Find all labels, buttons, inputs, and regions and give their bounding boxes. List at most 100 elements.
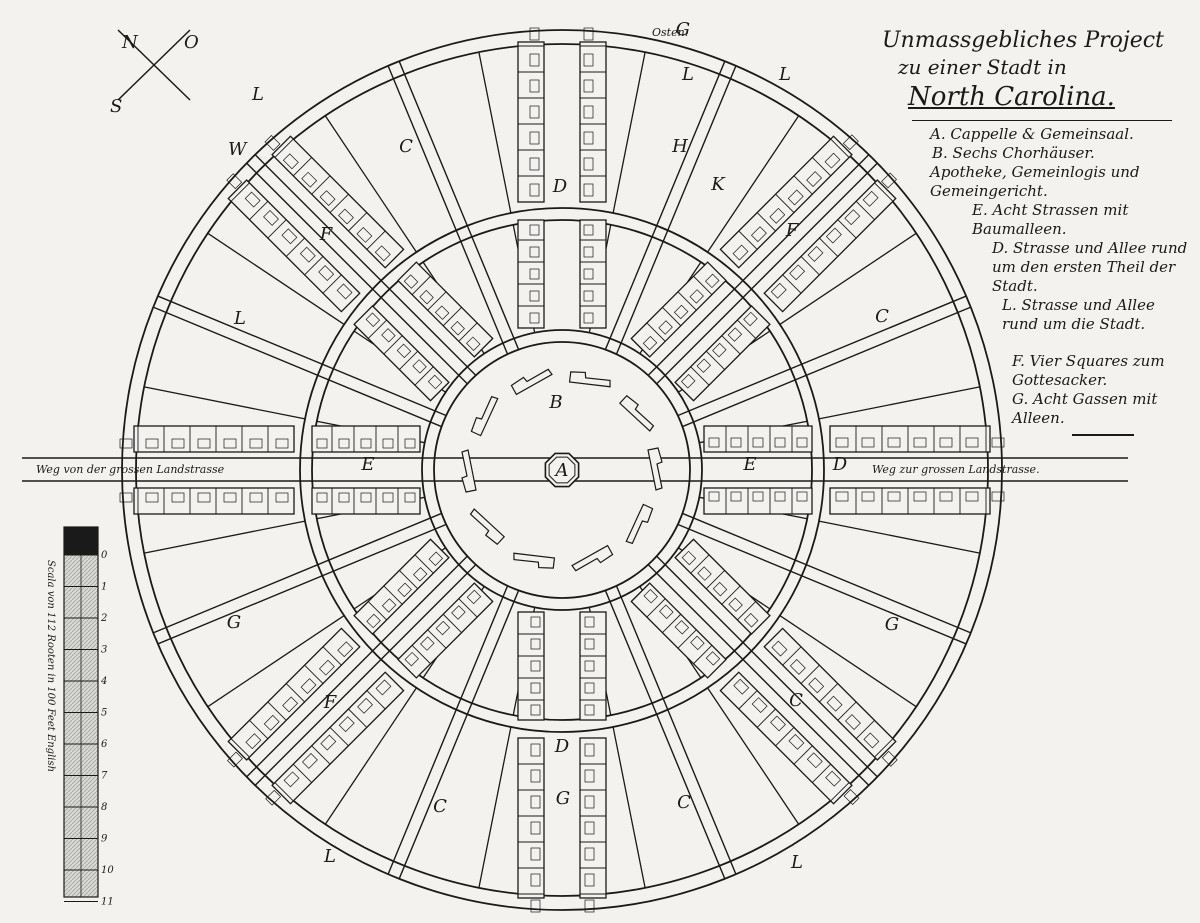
top-label-osten: Osten. — [652, 26, 688, 39]
choir-house-label-B: B — [548, 392, 562, 413]
radial-street-edge — [152, 306, 442, 428]
plan-letter-G-bottom-right: G — [885, 614, 899, 635]
compass-west: W — [228, 139, 248, 160]
legend-entry-C: Apotheke, Gemeinlogis und Gemeingericht. — [930, 163, 1140, 200]
radial-street-edge — [387, 585, 509, 875]
plan-letter-L-left: L — [233, 308, 246, 329]
plan-letter-C-top-left: C — [399, 136, 413, 157]
lot-divider — [707, 687, 800, 825]
radial-street-edge — [656, 162, 878, 385]
radial-street-edge — [157, 295, 447, 417]
choir-house — [568, 371, 611, 388]
chapel-label-A: A — [554, 460, 569, 481]
radial-street-edge — [677, 295, 967, 417]
lot-divider — [779, 232, 917, 325]
legend-entry-A: A. Cappelle & Gemeinsaal. — [930, 125, 1134, 143]
title-line-1: Unmassgebliches Project — [882, 28, 1164, 53]
choir-house — [513, 552, 556, 569]
scale-tick-label: 10 — [101, 865, 114, 876]
scale-tick-label: 3 — [101, 645, 107, 656]
radial-street-edge — [604, 60, 726, 350]
choir-house — [618, 394, 655, 432]
radial-street-edge — [157, 523, 447, 645]
lot-divider — [207, 232, 345, 325]
radial-street-edge — [246, 555, 468, 778]
street-lot-strip — [630, 134, 897, 402]
plan-letter-H-top-right: H — [671, 136, 688, 157]
radial-street-edge — [682, 306, 972, 428]
scale-tick-label: 6 — [101, 739, 108, 750]
title-line-3: North Carolina. — [908, 82, 1115, 112]
legend-entry-F: F. Vier Squares zum Gottesacker. — [1012, 352, 1165, 389]
scale-tick-label: 4 — [100, 676, 107, 687]
plan-letter-L-top-left: L — [251, 84, 264, 105]
radial-street-edge — [647, 564, 870, 786]
radial-street-edge — [604, 590, 726, 880]
title-rule — [912, 120, 1172, 121]
compass-east: O — [184, 32, 199, 53]
plan-letter-C-bottom-left: C — [433, 796, 447, 817]
plan-letter-D-bottom: D — [554, 736, 570, 757]
plan-letter-E-left: E — [360, 454, 374, 475]
scale-tick-label: 2 — [100, 613, 107, 624]
plan-letter-C-bottom-right: C — [789, 690, 803, 711]
street-lot-strip — [630, 538, 898, 805]
choir-house — [571, 544, 614, 572]
plan-letter-F-bottom-left: F — [323, 692, 338, 713]
choir-houses — [461, 368, 663, 572]
radial-street-edge — [398, 590, 520, 880]
radial-street-edge — [682, 512, 972, 634]
lot-divider — [144, 386, 306, 420]
plan-letter-G-bottom-left: G — [227, 612, 241, 633]
plan-letter-L-bottom-right: L — [790, 852, 803, 873]
plan-letter-G-top: G — [676, 19, 690, 40]
scale-label: Scala von 112 Rooten in 100 Feet English — [45, 560, 56, 772]
lot-divider — [478, 726, 512, 888]
choir-house — [470, 395, 499, 437]
plan-letter-C-right: C — [875, 306, 889, 327]
choir-house — [461, 449, 477, 493]
street-lot-strip — [517, 611, 607, 913]
title-line-2: zu einer Stadt in — [898, 55, 1067, 79]
choir-house — [625, 503, 654, 545]
house-lot-blocks — [119, 27, 1005, 913]
lot-divider — [612, 726, 646, 888]
plan-letter-E-right: E — [742, 454, 756, 475]
lot-divider — [779, 615, 917, 708]
legend-entry-E: E. Acht Strassen mit Baumalleen. — [972, 201, 1129, 238]
compass-south: S — [110, 96, 122, 117]
scale-tick-label: 7 — [101, 771, 108, 782]
radial-street-edge — [387, 65, 509, 355]
street-lot-strip — [227, 538, 494, 806]
lot-divider — [707, 115, 800, 253]
scale-tick-label: 0 — [101, 550, 108, 561]
choir-house — [647, 447, 663, 491]
plan-letter-D-right: D — [832, 454, 848, 475]
legend-end-rule — [1072, 434, 1134, 436]
plan-letter-L-bottom-left: L — [323, 846, 336, 867]
lot-divider — [818, 386, 980, 420]
scale-tick-label: 9 — [101, 834, 108, 845]
radial-street-edge — [254, 154, 477, 376]
lot-divider — [818, 520, 980, 554]
plan-letter-C-bottom: C — [677, 792, 691, 813]
legend-panel: Unmassgebliches Project zu einer Stadt i… — [872, 28, 1192, 436]
street-lot-strip — [119, 425, 421, 515]
radial-street-edge — [656, 555, 878, 778]
plan-letter-G-bottom: G — [556, 788, 570, 809]
compass-north: N — [121, 32, 139, 53]
lot-divider — [478, 52, 512, 214]
radial-street-edge — [647, 154, 870, 376]
street-lot-strip — [226, 135, 494, 402]
road-label-right: Weg zur grossen Landstrasse. — [872, 463, 1040, 476]
plan-letter-E-top-right-1: L — [681, 64, 694, 85]
legend-entry-G: G. Acht Gassen mit Alleen. — [1012, 390, 1158, 427]
road-label-left: Weg von der grossen Landstrasse — [36, 463, 225, 476]
choir-house — [469, 508, 506, 546]
legend-entry-L: L. Strasse und Allee rund um die Stadt. — [1002, 296, 1155, 333]
legend-entry-D: D. Strasse und Allee rund um den ersten … — [992, 239, 1188, 295]
lot-divider — [612, 52, 646, 214]
street-lot-strip — [703, 425, 1005, 515]
